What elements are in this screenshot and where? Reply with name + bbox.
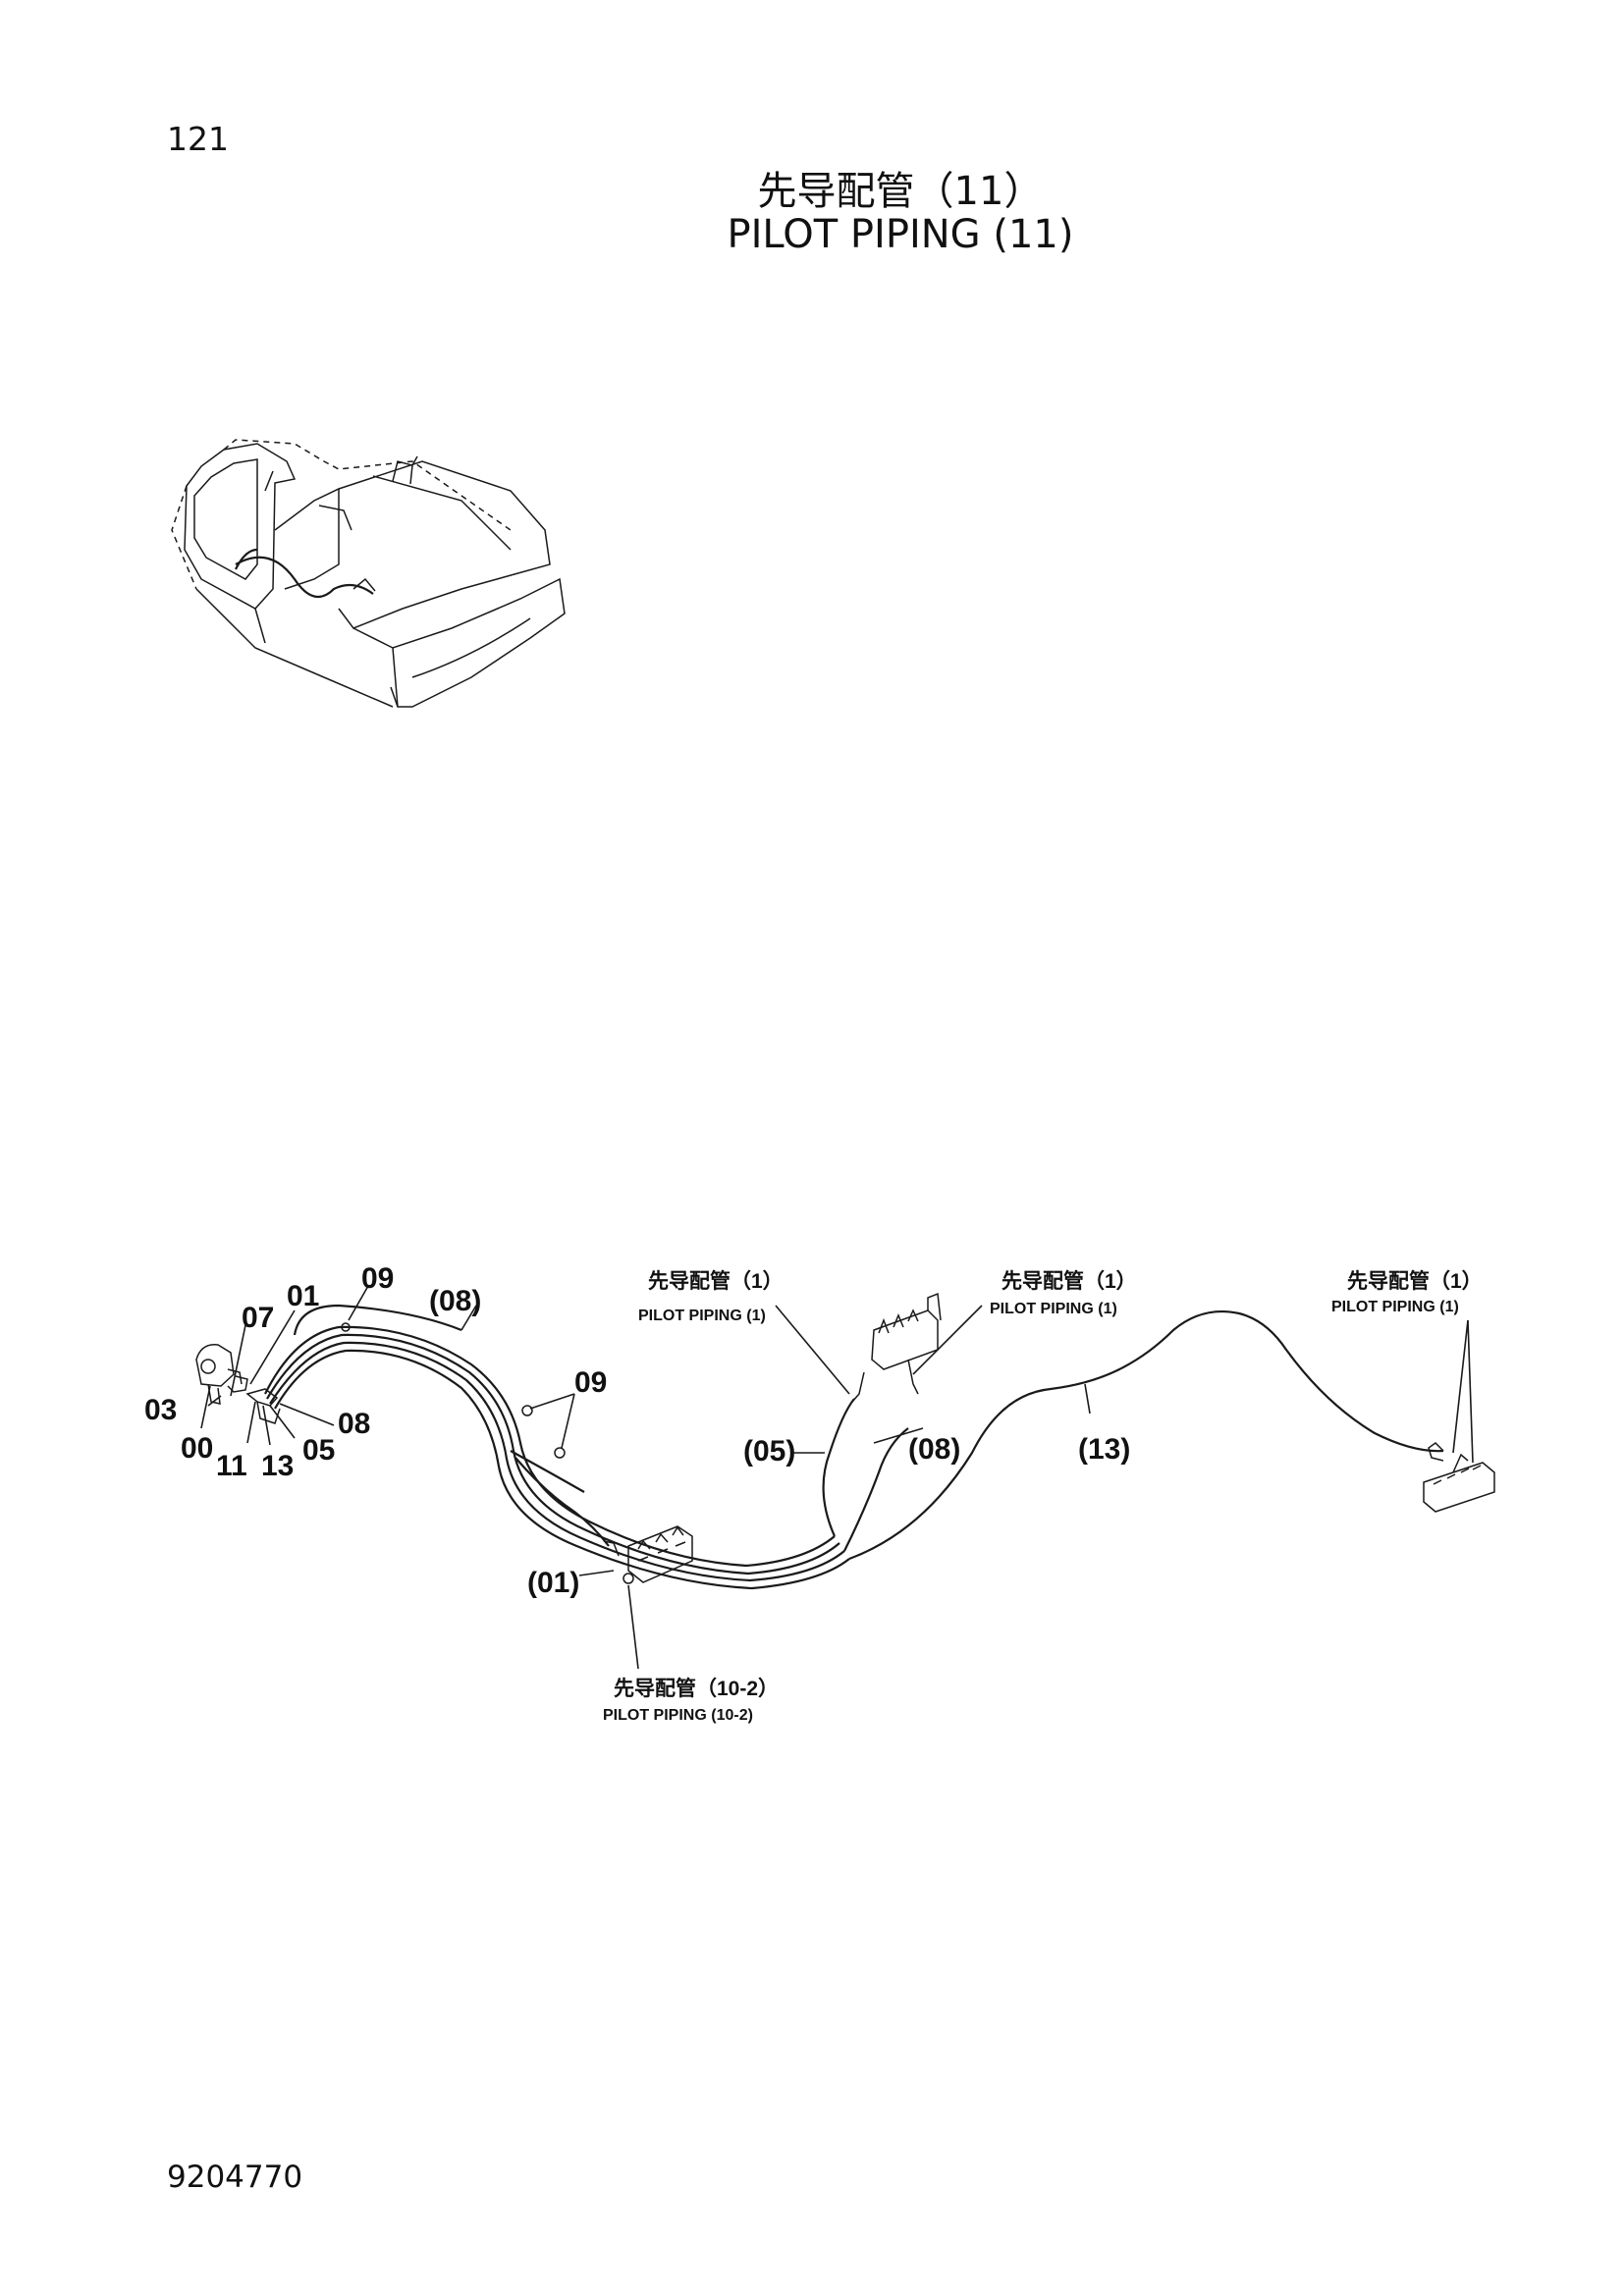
ref-1-cn: 先导配管（1） [648, 1269, 784, 1293]
label-08-paren-top: (08) [429, 1285, 481, 1317]
label-01-paren: (01) [527, 1567, 579, 1599]
label-08: 08 [338, 1408, 370, 1440]
part-number-labels: 09 01 07 (08) 03 00 11 13 05 08 09 (05) … [144, 1262, 1130, 1599]
excavator-locator-sketch [171, 439, 566, 708]
label-03: 03 [144, 1394, 177, 1426]
ref-4-en: PILOT PIPING (10-2) [603, 1707, 753, 1724]
label-13-paren: (13) [1078, 1433, 1130, 1466]
ref-2-cn: 先导配管（1） [1001, 1269, 1137, 1293]
ref-4-cn: 先导配管（10-2） [614, 1677, 779, 1700]
label-07: 07 [242, 1302, 274, 1334]
leader-lines [200, 1285, 1474, 1670]
ref-1-en: PILOT PIPING (1) [638, 1308, 766, 1324]
cross-reference-labels: 先导配管（1） PILOT PIPING (1) 先导配管（1） PILOT P… [603, 1269, 1483, 1724]
label-09-top: 09 [361, 1262, 394, 1295]
pilot-piping-assembly [195, 1292, 1495, 1590]
pipe-bundle [264, 1304, 1444, 1590]
label-11: 11 [216, 1450, 247, 1482]
ref-3-cn: 先导配管（1） [1347, 1269, 1483, 1293]
label-05: 05 [302, 1434, 335, 1467]
label-09: 09 [574, 1366, 607, 1399]
label-01: 01 [287, 1280, 319, 1312]
center-upper-valve [851, 1292, 942, 1403]
page-title-english: PILOT PIPING (11) [727, 212, 1074, 257]
label-13: 13 [261, 1450, 294, 1482]
page-title-chinese: 先导配管（11） [757, 169, 1044, 214]
lower-center-valve [603, 1525, 693, 1584]
ref-2-en: PILOT PIPING (1) [990, 1301, 1117, 1317]
document-number: 9204770 [167, 2160, 303, 2195]
label-08-paren: (08) [908, 1433, 960, 1466]
label-05-paren: (05) [743, 1435, 795, 1468]
label-00: 00 [181, 1432, 213, 1465]
right-valve [1423, 1442, 1495, 1513]
ref-3-en: PILOT PIPING (1) [1331, 1299, 1459, 1315]
page-number: 121 [167, 120, 229, 158]
